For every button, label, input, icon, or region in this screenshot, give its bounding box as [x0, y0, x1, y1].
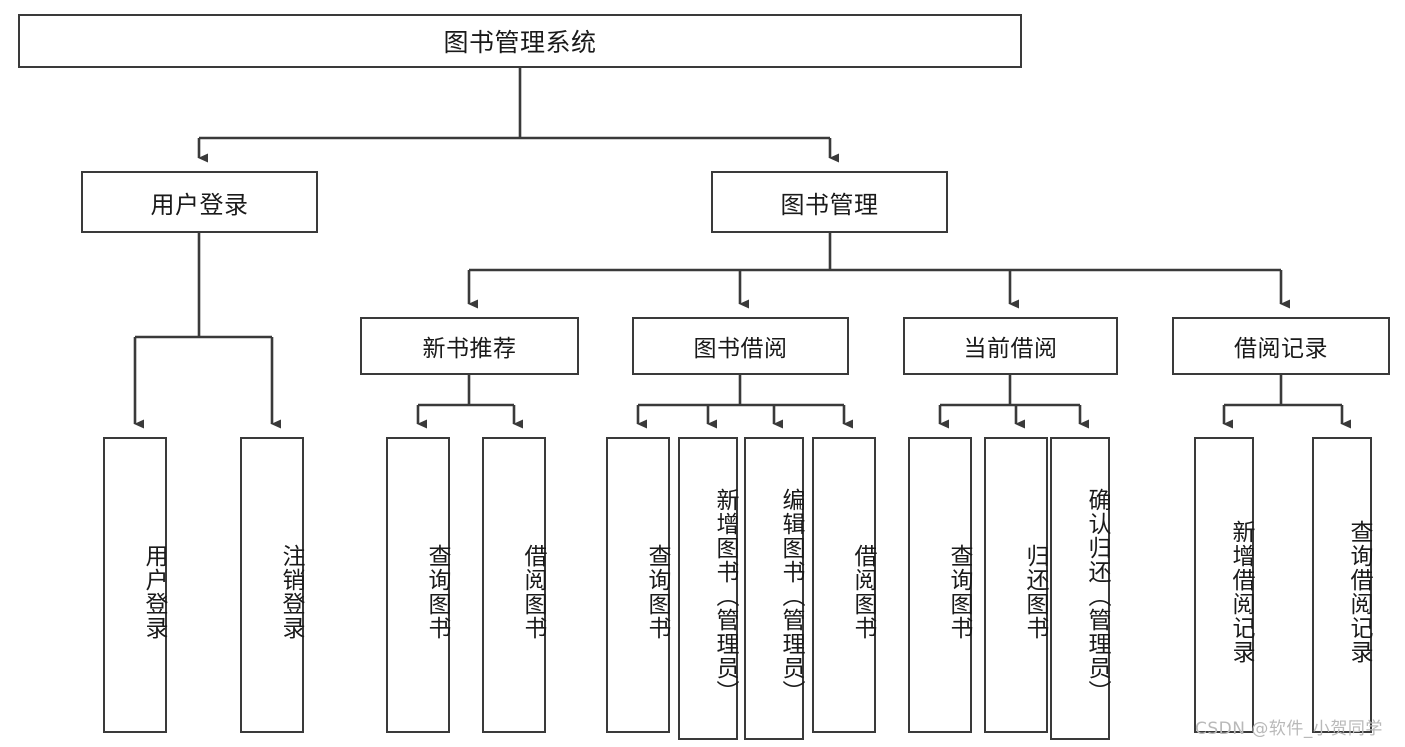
node-leaf-logout-login[interactable]: 注销登录 [240, 437, 304, 733]
node-leaf-add-borrow-record-label: 新增借阅记录 [1228, 520, 1254, 664]
node-leaf-add-book-admin[interactable]: 新增图书（管理员） [678, 437, 738, 740]
node-book-borrow-label: 图书借阅 [693, 336, 788, 362]
node-leaf-edit-book-admin[interactable]: 编辑图书（管理员） [744, 437, 804, 740]
node-leaf-user-login-label: 用户登录 [141, 544, 167, 640]
node-leaf-query-book-3[interactable]: 查询图书 [908, 437, 972, 733]
node-leaf-query-book-2-label: 查询图书 [644, 544, 670, 640]
node-borrow-record-label: 借阅记录 [1234, 336, 1328, 362]
node-new-book-recommend-label: 新书推荐 [422, 336, 517, 362]
node-leaf-return-book[interactable]: 归还图书 [984, 437, 1048, 733]
node-leaf-return-book-label: 归还图书 [1022, 544, 1048, 640]
node-leaf-logout-login-label: 注销登录 [278, 544, 304, 640]
node-book-manage-label: 图书管理 [780, 190, 879, 219]
node-book-manage[interactable]: 图书管理 [711, 171, 948, 233]
node-leaf-confirm-return-admin-label: 确认归还（管理员） [1084, 487, 1110, 704]
node-book-borrow[interactable]: 图书借阅 [632, 317, 849, 375]
node-root-label: 图书管理系统 [443, 28, 597, 57]
node-leaf-query-book-2[interactable]: 查询图书 [606, 437, 670, 733]
node-leaf-user-login[interactable]: 用户登录 [103, 437, 167, 733]
watermark-text: CSDN @软件_小贺同学 [1195, 719, 1383, 739]
node-root[interactable]: 图书管理系统 [18, 14, 1022, 68]
node-leaf-query-book-1[interactable]: 查询图书 [386, 437, 450, 733]
node-leaf-query-book-1-label: 查询图书 [424, 544, 450, 640]
node-leaf-query-borrow-record[interactable]: 查询借阅记录 [1312, 437, 1372, 733]
node-user-login-label: 用户登录 [150, 190, 249, 219]
node-new-book-recommend[interactable]: 新书推荐 [360, 317, 579, 375]
node-leaf-borrow-book-2[interactable]: 借阅图书 [812, 437, 876, 733]
node-leaf-add-borrow-record[interactable]: 新增借阅记录 [1194, 437, 1254, 733]
node-leaf-query-borrow-record-label: 查询借阅记录 [1346, 520, 1372, 664]
node-leaf-confirm-return-admin[interactable]: 确认归还（管理员） [1050, 437, 1110, 740]
node-leaf-add-book-admin-label: 新增图书（管理员） [712, 487, 738, 704]
node-leaf-borrow-book-1-label: 借阅图书 [520, 544, 546, 640]
node-current-borrow[interactable]: 当前借阅 [903, 317, 1118, 375]
node-borrow-record[interactable]: 借阅记录 [1172, 317, 1390, 375]
node-user-login[interactable]: 用户登录 [81, 171, 318, 233]
node-leaf-edit-book-admin-label: 编辑图书（管理员） [778, 487, 804, 704]
node-current-borrow-label: 当前借阅 [963, 336, 1058, 362]
node-leaf-borrow-book-1[interactable]: 借阅图书 [482, 437, 546, 733]
node-leaf-borrow-book-2-label: 借阅图书 [850, 544, 876, 640]
node-leaf-query-book-3-label: 查询图书 [946, 544, 972, 640]
